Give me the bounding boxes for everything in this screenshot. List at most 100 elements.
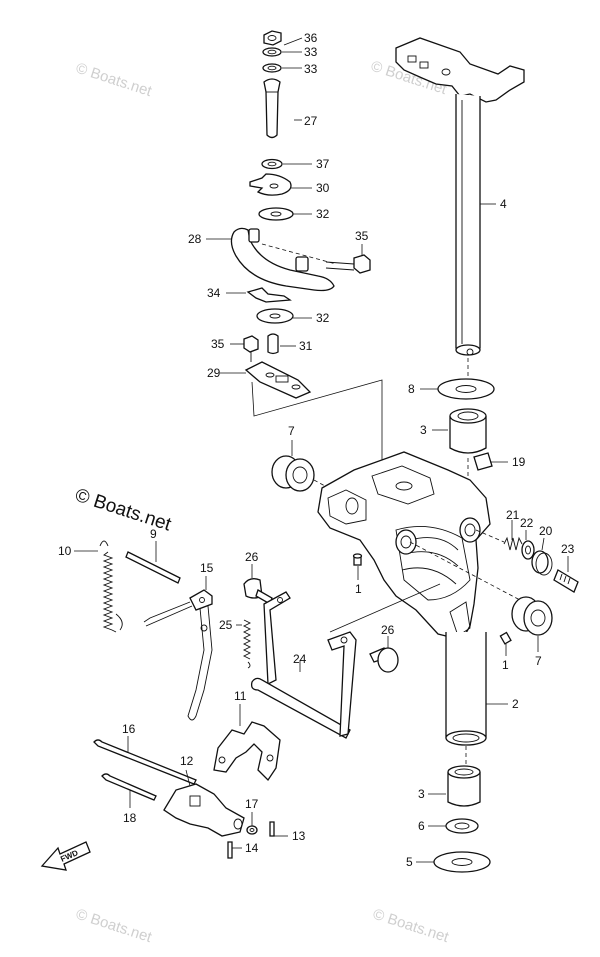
part-36-nut (263, 30, 282, 46)
callout-33-lower: 33 (304, 62, 318, 76)
part-28-tiller-lever (230, 227, 337, 292)
leader-36 (283, 37, 303, 46)
callout-16: 16 (122, 722, 136, 736)
part-23-adjust-screw (553, 569, 579, 593)
callout-2: 2 (512, 697, 519, 711)
part-21-spring (503, 536, 523, 551)
callout-33-upper: 33 (304, 45, 318, 59)
part-33-washer-upper (262, 47, 282, 57)
part-7-bushing-upper (271, 455, 315, 492)
callout-1-left: 1 (355, 582, 362, 596)
part-14-pin (227, 841, 233, 859)
part-26-bolt-lower (369, 647, 399, 673)
part-20-friction-piece (531, 550, 553, 576)
callout-10: 10 (58, 544, 72, 558)
callout-17: 17 (245, 797, 259, 811)
part-8-washer (437, 378, 495, 400)
part-32-washer-upper (258, 207, 294, 221)
part-1-grease-nipple-left (352, 553, 363, 566)
callout-23: 23 (561, 542, 575, 556)
swivel-bracket-body (317, 451, 491, 641)
leader-29-to-bracket (251, 379, 383, 484)
callout-32-upper: 32 (316, 207, 330, 221)
part-3-bushing-lower (447, 765, 481, 807)
part-6-washer (445, 818, 479, 834)
part-16-rod (93, 739, 197, 785)
part-30-plate (249, 173, 292, 196)
callout-7-upper: 7 (288, 424, 295, 438)
callout-11: 11 (234, 689, 247, 703)
callout-26-upper: 26 (245, 550, 259, 564)
callout-12: 12 (180, 754, 194, 768)
callout-4: 4 (500, 197, 507, 211)
callout-26-lower: 26 (381, 623, 395, 637)
watermark-top-left: © Boats.net (74, 60, 155, 101)
watermark-bottom-left: © Boats.net (74, 906, 155, 947)
part-13-pin (269, 821, 275, 837)
callout-20: 20 (539, 524, 553, 538)
callout-9: 9 (150, 527, 157, 541)
part-24-lever-frame (250, 591, 357, 739)
part-27-pivot-pin (263, 78, 281, 139)
part-32-washer-lower (256, 308, 294, 324)
part-19-clip (473, 452, 493, 471)
part-4-steering-shaft (395, 37, 525, 356)
callout-21: 21 (506, 508, 520, 522)
part-1-grease-nipple-right (499, 631, 512, 645)
callout-3-lower: 3 (418, 787, 425, 801)
part-35-bolt-upper (325, 254, 371, 274)
part-18-rod (101, 773, 157, 801)
callout-6: 6 (418, 819, 425, 833)
part-3-bushing-upper (449, 408, 487, 454)
callout-31: 31 (299, 339, 313, 353)
callout-18: 18 (123, 811, 137, 825)
callout-13: 13 (292, 829, 306, 843)
leader-20 (541, 537, 545, 551)
callout-30: 30 (316, 181, 330, 195)
part-12-bracket (163, 783, 245, 837)
callout-37: 37 (316, 157, 330, 171)
part-25-spring (242, 619, 252, 669)
part-5-thrust-washer (433, 851, 491, 873)
part-10-tension-spring (99, 540, 123, 633)
callout-22: 22 (520, 516, 534, 530)
part-37-washer (261, 158, 283, 170)
watermark-center: © Boats.net (72, 485, 174, 536)
callout-35-upper: 35 (355, 229, 369, 243)
part-17-washer (246, 825, 258, 835)
part-9-rod (125, 551, 181, 584)
callout-28: 28 (188, 232, 202, 246)
callout-32-lower: 32 (316, 311, 330, 325)
part-15-lever-arm (143, 589, 213, 721)
callout-25: 25 (219, 618, 233, 632)
callout-1-right: 1 (502, 658, 509, 672)
part-34-spring-clip (246, 287, 292, 303)
callout-5: 5 (406, 855, 413, 869)
watermark-bottom-right: © Boats.net (371, 906, 452, 947)
callout-7-lower: 7 (535, 654, 542, 668)
axis-friction (475, 529, 505, 543)
leader-12 (185, 769, 191, 787)
forward-direction-arrow: FWD (40, 841, 91, 871)
part-31-pin (267, 333, 279, 355)
part-22-washer (521, 540, 535, 560)
callout-35-lower: 35 (211, 337, 225, 351)
part-11-clamp (213, 721, 281, 782)
callout-27: 27 (304, 114, 318, 128)
leader-24-body (329, 583, 441, 633)
part-26-bolt-upper (243, 578, 273, 605)
callout-19: 19 (512, 455, 526, 469)
part-33-washer-lower (262, 63, 282, 73)
callout-14: 14 (245, 841, 259, 855)
callout-24: 24 (293, 652, 307, 666)
part-35-bolt-lower (243, 335, 259, 362)
callout-15: 15 (200, 561, 214, 575)
callout-36: 36 (304, 31, 318, 45)
part-2-swivel-tube (445, 632, 487, 746)
part-7-bushing-lower (511, 596, 553, 636)
part-29-bracket-plate (244, 361, 312, 399)
callout-3-upper: 3 (420, 423, 427, 437)
callout-8: 8 (408, 382, 415, 396)
